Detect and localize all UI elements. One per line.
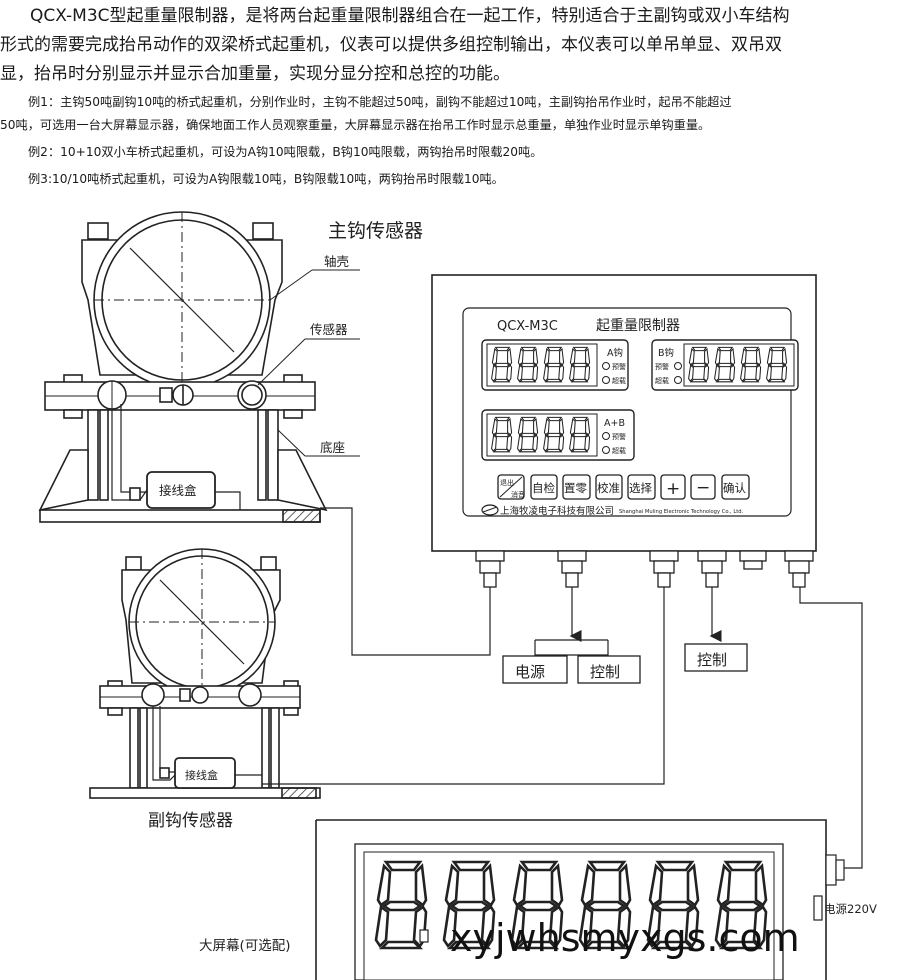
example-1-line-b: 50吨，可选用一台大屏幕显示器，确保地面工作人员观察重量，大屏幕显示器在抬吊工作… xyxy=(0,118,711,132)
control-output-box-2: 控制 xyxy=(684,643,748,672)
main-junction-box-label: 接线盒 xyxy=(159,483,197,498)
aux-junction-box-label: 接线盒 xyxy=(185,768,218,782)
display-a-label: A钩 xyxy=(607,347,623,359)
display-b-label: B钩 xyxy=(658,347,674,359)
watermark: xyjwhsmyxgs.com xyxy=(450,916,800,960)
base-label: 底座 xyxy=(320,440,345,455)
display-b-over: 超载 xyxy=(655,376,669,385)
confirm-button-label: 确认 xyxy=(723,481,746,495)
self-check-button[interactable]: 自检 xyxy=(530,474,558,500)
display-ab xyxy=(481,409,635,461)
display-b xyxy=(651,339,799,391)
aux-hook-sensor-title: 副钩传感器 xyxy=(148,811,233,831)
confirm-button[interactable]: 确认 xyxy=(721,474,750,500)
display-a xyxy=(481,339,629,391)
intro-line-1: QCX-M3C型起重量限制器，是将两台起重量限制器组合在一起工作，特别适合于主副… xyxy=(30,6,790,26)
big-screen-power-label: 电源220V xyxy=(824,902,877,916)
big-screen-label: 大屏幕(可选配) xyxy=(199,938,291,954)
example-2: 例2：10+10双小车桥式起重机，可设为A钩10吨限载，B钩10吨限载，两钩抬吊… xyxy=(28,145,543,159)
self-check-button-label: 自检 xyxy=(532,481,555,495)
select-button-label: 选择 xyxy=(629,481,652,495)
big-screen-display xyxy=(315,819,845,980)
display-ab-warn: 预警 xyxy=(612,432,626,441)
select-button[interactable]: 选择 xyxy=(627,474,656,500)
example-1-line-a: 例1：主钩50吨副钩10吨的桥式起重机，分别作业时，主钩不能超过50吨，副钩不能… xyxy=(28,95,732,109)
company-logo-icon xyxy=(481,504,499,516)
minus-button-label: − xyxy=(696,478,710,498)
exit-mute-button[interactable]: 退出 消音 xyxy=(497,474,525,500)
calibrate-button[interactable]: 校准 xyxy=(595,474,623,500)
minus-button[interactable]: − xyxy=(690,474,716,500)
exit-mute-button-bottom: 消音 xyxy=(511,490,525,499)
display-a-warn: 预警 xyxy=(612,362,626,371)
display-ab-over: 超载 xyxy=(612,446,626,455)
power-output-label: 电源 xyxy=(515,663,545,681)
main-hook-sensor xyxy=(38,211,328,523)
company-name-en: Shanghai Muling Electronic Technology Co… xyxy=(619,509,744,515)
plus-button[interactable]: + xyxy=(660,474,686,500)
main-hook-sensor-title: 主钩传感器 xyxy=(328,220,423,242)
intro-line-3: 显，抬吊时分别显示并显示合加重量，实现分显分控和总控的功能。 xyxy=(0,64,510,84)
display-a-over: 超载 xyxy=(612,376,626,385)
instrument-model: QCX-M3C xyxy=(497,319,558,334)
company-name-cn: 上海牧凌电子科技有限公司 xyxy=(500,505,614,517)
control-output-label-2: 控制 xyxy=(697,651,727,669)
display-b-warn: 预警 xyxy=(655,362,669,371)
plus-button-label: + xyxy=(666,479,680,499)
control-output-box-1: 控制 xyxy=(577,655,641,684)
control-output-label-1: 控制 xyxy=(590,663,620,681)
aux-hook-sensor xyxy=(89,548,321,799)
power-output-box: 电源 xyxy=(502,655,568,684)
sensor-label: 传感器 xyxy=(310,322,348,337)
housing-label: 轴壳 xyxy=(324,254,349,269)
intro-line-2: 形式的需要完成抬吊动作的双梁桥式起重机，仪表可以提供多组控制输出，本仪表可以单吊… xyxy=(0,35,782,55)
zero-button-label: 置零 xyxy=(564,481,587,495)
calibrate-button-label: 校准 xyxy=(597,481,620,495)
zero-button[interactable]: 置零 xyxy=(562,474,591,500)
example-3: 例3:10/10吨桥式起重机，可设为A钩限载10吨，B钩限载10吨，两钩抬吊时限… xyxy=(28,172,504,186)
display-ab-label: A+B xyxy=(604,418,625,429)
cable-glands xyxy=(475,550,814,588)
exit-mute-button-top: 退出 xyxy=(500,478,514,487)
wiring xyxy=(262,507,863,869)
instrument-name: 起重量限制器 xyxy=(596,318,680,334)
